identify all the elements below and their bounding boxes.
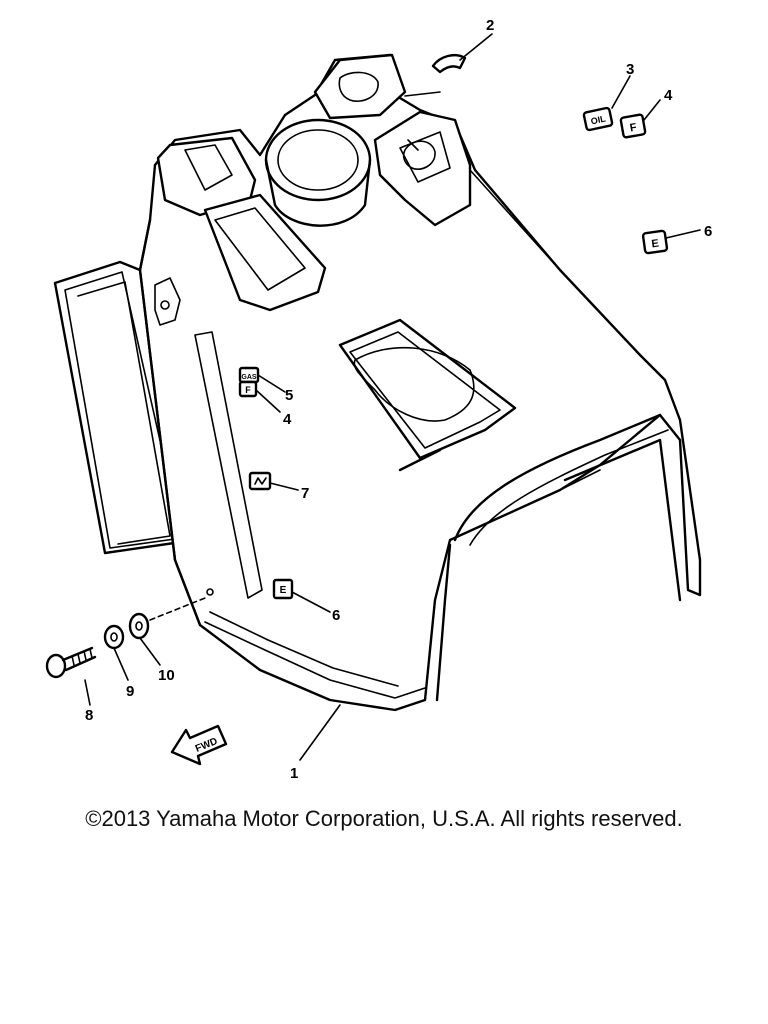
decal-emergency-side-text: E	[280, 585, 287, 596]
callout-1: 1	[290, 765, 298, 782]
decal-gas-text: GAS	[241, 374, 257, 381]
callouts: 2 3 4 6 5 4 7 6 8 9 10 1	[85, 17, 712, 782]
washer-9	[103, 624, 125, 650]
decal-fuel-side: F	[238, 380, 258, 398]
decal-fuel-top-text: F	[629, 121, 638, 134]
callout-8: 8	[85, 707, 93, 724]
trim-clip	[431, 54, 467, 74]
callout-2: 2	[486, 17, 494, 34]
callout-4-top: 4	[664, 87, 673, 104]
decal-7	[248, 471, 272, 491]
callout-5: 5	[285, 387, 293, 404]
decal-oil: OIL	[582, 106, 614, 132]
copyright-notice: ©2013 Yamaha Motor Corporation, U.S.A. A…	[85, 806, 683, 831]
washer-10	[128, 612, 150, 640]
callout-4-side: 4	[283, 411, 292, 428]
decal-emergency-top-text: E	[651, 238, 660, 251]
decal-fuel-side-text: F	[245, 385, 251, 395]
callout-10: 10	[158, 667, 175, 684]
leader-lines	[84, 33, 701, 761]
callout-6-top: 6	[704, 223, 712, 240]
callout-7: 7	[301, 485, 309, 502]
callout-9: 9	[126, 683, 134, 700]
console-top	[154, 53, 517, 460]
callout-3: 3	[626, 61, 634, 78]
decal-gas: GAS	[238, 366, 260, 384]
decal-oil-text: OIL	[590, 113, 607, 126]
parts-diagram: GAS F E OIL F E	[45, 17, 712, 782]
callout-6-side: 6	[332, 607, 340, 624]
decal-emergency-side: E	[272, 578, 294, 600]
decal-emergency-top: E	[641, 229, 669, 255]
mount-hole	[206, 588, 214, 596]
assembly-line	[149, 597, 206, 621]
fwd-arrow: FWD	[170, 724, 228, 766]
bolt	[45, 646, 97, 679]
decal-fuel-top: F	[619, 113, 647, 139]
